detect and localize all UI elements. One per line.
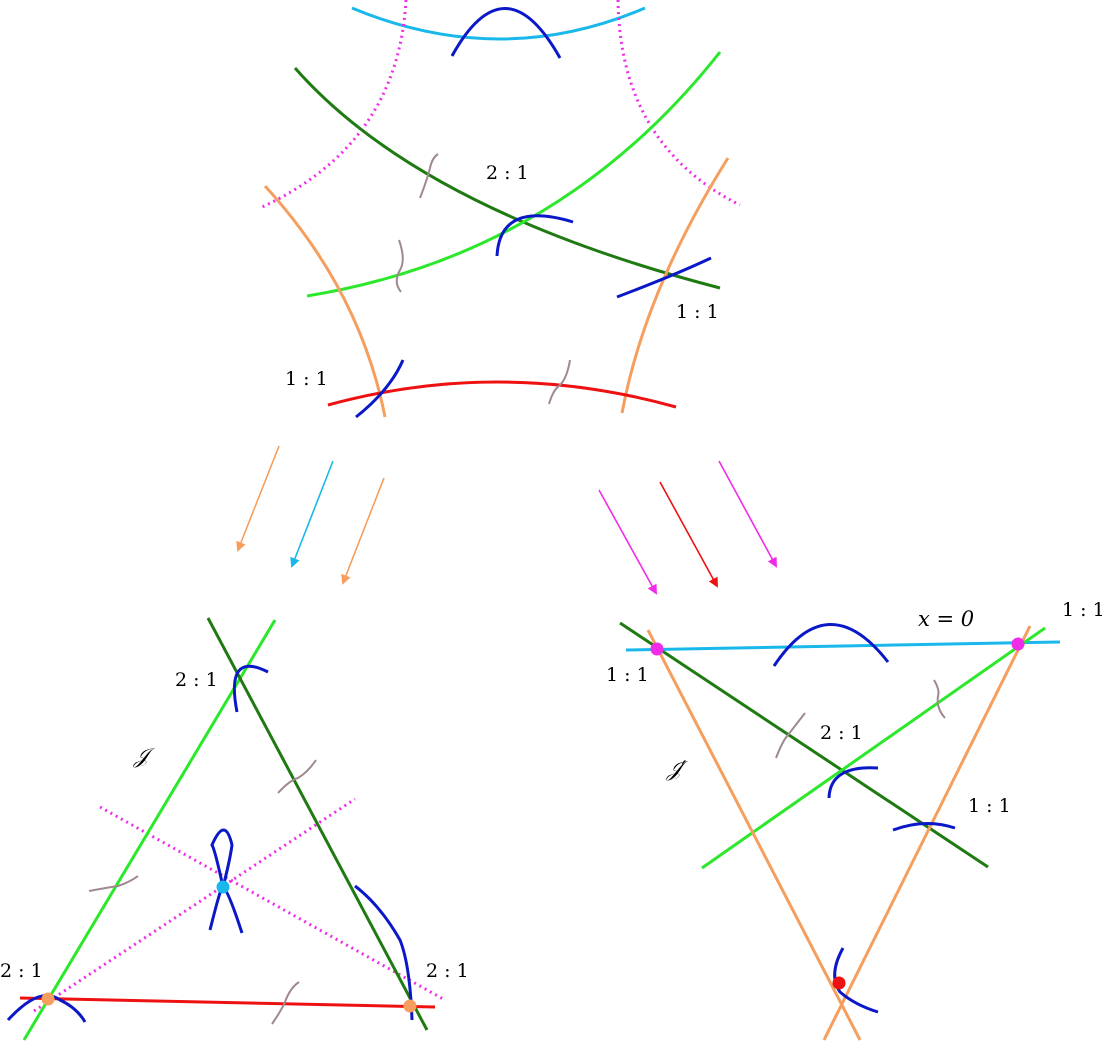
right-mauve-mark-1: [775, 712, 806, 759]
top-blue-left-branch: [355, 359, 405, 419]
left-orange-point-left: [41, 992, 55, 1006]
right-ratio-top-left: 1 : 1: [606, 664, 649, 686]
top-magenta-dotted-right: [616, 0, 741, 207]
left-mauve-mark-3: [271, 981, 300, 1025]
right-blue-right-branch: [892, 821, 956, 832]
right-ratio-mid-right: 1 : 1: [968, 795, 1011, 817]
top-blue-arc-cyan: [450, 7, 562, 59]
top-mauve-mark-2: [395, 239, 404, 293]
arrow-cyan: [290, 460, 334, 568]
top-mauve-mark-3: [548, 359, 571, 405]
left-magenta-dotted-2: [33, 797, 356, 1013]
arrow-magenta-1: [598, 489, 657, 595]
top-cyan-curve: [351, 6, 646, 41]
left-darkgreen-line: [206, 617, 429, 1031]
arrow-red: [659, 481, 718, 588]
right-magenta-point-left: [650, 642, 664, 656]
right-mauve-mark-2: [933, 679, 946, 719]
right-blue-cyan-arc: [772, 623, 890, 667]
right-orange-line-left: [646, 629, 862, 1041]
top-blue-right-branch: [616, 256, 712, 299]
top-configuration: 2 : 1 1 : 1 1 : 1: [259, 0, 741, 419]
left-red-line: [19, 996, 436, 1009]
left-ratio-bottom-left: 2 : 1: [0, 960, 43, 982]
left-ratio-bottom-right: 2 : 1: [426, 960, 469, 982]
top-red-curve: [327, 380, 677, 409]
top-darkgreen-curve: [293, 67, 721, 290]
left-mauve-mark-1: [277, 759, 317, 794]
left-cyan-point: [216, 880, 230, 894]
top-ratio-center: 2 : 1: [486, 162, 529, 184]
left-curve-name: 𝒥: [133, 744, 156, 768]
right-red-point: [832, 976, 846, 990]
arrow-orange-1: [236, 445, 280, 552]
top-mauve-mark-1: [419, 153, 439, 199]
left-magenta-dotted-1: [99, 805, 446, 1002]
top-ratio-left: 1 : 1: [285, 368, 328, 390]
right-lightgreen-line: [701, 626, 1046, 870]
left-configuration: 2 : 1 𝒥 2 : 1 2 : 1: [0, 617, 469, 1041]
degeneration-arrows: [236, 445, 777, 595]
right-configuration: x = 0 1 : 1 1 : 1 2 : 1 𝒥′ 1 : 1: [606, 599, 1104, 1041]
top-orange-curve-right: [620, 157, 730, 414]
top-ratio-right: 1 : 1: [676, 301, 719, 323]
right-curve-name: 𝒥′: [666, 757, 689, 781]
right-orange-line-right: [822, 625, 1032, 1041]
right-blue-bottom-branch: [833, 947, 879, 1014]
right-ratio-center: 2 : 1: [820, 722, 863, 744]
left-mauve-mark-2: [88, 875, 139, 892]
top-blue-center-branch: [495, 214, 574, 257]
right-ratio-top-right: 1 : 1: [1062, 599, 1104, 621]
left-ratio-top: 2 : 1: [175, 669, 218, 691]
left-lightgreen-line: [22, 619, 277, 1041]
right-darkgreen-line: [619, 621, 989, 869]
right-equation: x = 0: [918, 607, 974, 631]
top-magenta-dotted-left: [259, 0, 408, 210]
right-cyan-line: [625, 640, 1061, 652]
left-orange-point-right: [403, 999, 417, 1013]
left-blue-bottom-left: [6, 994, 87, 1023]
top-orange-curve-left: [263, 184, 387, 418]
arrow-magenta-2: [718, 460, 777, 568]
arrow-orange-2: [341, 477, 385, 585]
right-blue-center-branch: [827, 766, 879, 799]
left-blue-bottom-right: [354, 884, 414, 1021]
right-magenta-point-right: [1011, 637, 1025, 651]
left-blue-top-branch: [232, 664, 269, 713]
